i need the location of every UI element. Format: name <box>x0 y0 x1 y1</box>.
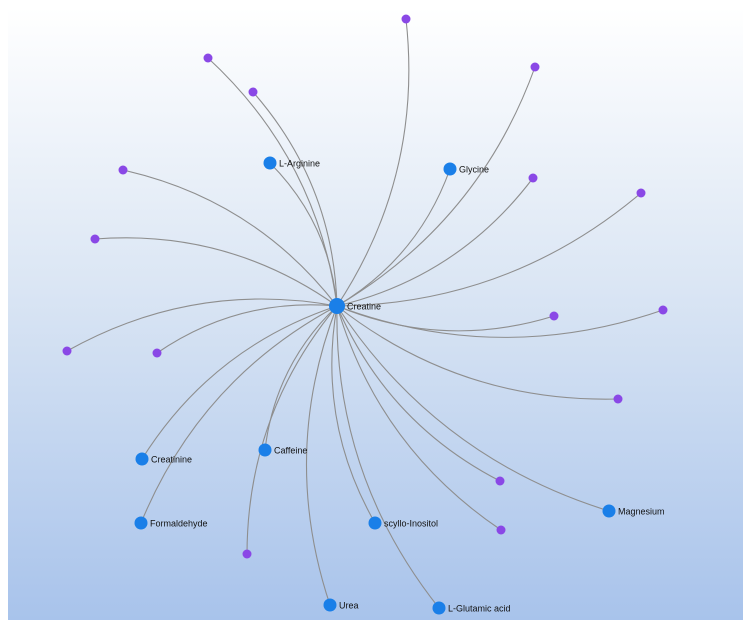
edge-u6 <box>336 177 534 307</box>
edge-u11 <box>66 298 338 352</box>
node-u4[interactable] <box>248 87 258 97</box>
node-creatinine[interactable] <box>135 452 149 466</box>
edge-scyllo-inositol <box>331 305 376 524</box>
node-label-l-arginine: L-Arginine <box>279 159 320 169</box>
node-u15[interactable] <box>496 525 506 535</box>
node-u10[interactable] <box>658 305 668 315</box>
edge-u12 <box>156 304 338 354</box>
node-u3[interactable] <box>530 62 540 72</box>
edge-magnesium <box>336 305 610 512</box>
edge-u16 <box>246 305 338 555</box>
node-l-arginine[interactable] <box>263 156 277 170</box>
edge-urea <box>305 305 338 606</box>
node-label-magnesium: Magnesium <box>618 507 665 517</box>
node-u2[interactable] <box>203 53 213 63</box>
node-center[interactable] <box>329 298 345 314</box>
node-formaldehyde[interactable] <box>134 516 148 530</box>
node-glycine[interactable] <box>443 162 457 176</box>
edge-u14 <box>336 305 501 482</box>
node-label-scyllo-inositol: scyllo-Inositol <box>384 519 438 529</box>
edge-creatinine <box>141 305 338 460</box>
node-label-formaldehyde: Formaldehyde <box>150 519 208 529</box>
edge-u15 <box>336 305 502 531</box>
edge-glycine <box>336 168 451 307</box>
edge-formaldehyde <box>140 305 338 524</box>
edge-u10 <box>336 305 664 338</box>
edge-u2 <box>207 57 338 307</box>
node-label-l-glutamic-acid: L-Glutamic acid <box>448 604 511 614</box>
node-u5[interactable] <box>118 165 128 175</box>
node-u12[interactable] <box>152 348 162 358</box>
edge-u3 <box>336 66 536 307</box>
node-u11[interactable] <box>62 346 72 356</box>
node-scyllo-inositol[interactable] <box>368 516 382 530</box>
edge-u5 <box>122 169 338 307</box>
edge-caffeine <box>264 305 338 451</box>
edge-u9 <box>336 305 555 332</box>
node-u6[interactable] <box>528 173 538 183</box>
node-magnesium[interactable] <box>602 504 616 518</box>
node-label-creatinine: Creatinine <box>151 455 192 465</box>
edge-u7 <box>336 192 642 307</box>
edge-u1 <box>336 18 410 307</box>
node-layer <box>62 14 668 615</box>
edge-l-glutamic-acid <box>336 305 440 609</box>
edge-layer <box>66 18 664 609</box>
node-l-glutamic-acid[interactable] <box>432 601 446 615</box>
edge-u8 <box>94 237 338 307</box>
edge-u13 <box>336 305 619 400</box>
node-urea[interactable] <box>323 598 337 612</box>
edge-u4 <box>252 91 338 307</box>
node-u9[interactable] <box>549 311 559 321</box>
node-caffeine[interactable] <box>258 443 272 457</box>
node-label-glycine: Glycine <box>459 165 489 175</box>
node-label-urea: Urea <box>339 601 359 611</box>
node-u13[interactable] <box>613 394 623 404</box>
node-u7[interactable] <box>636 188 646 198</box>
node-u16[interactable] <box>242 549 252 559</box>
node-label-caffeine: Caffeine <box>274 446 307 456</box>
node-u14[interactable] <box>495 476 505 486</box>
node-label-center: Creatine <box>347 302 381 312</box>
node-u1[interactable] <box>401 14 411 24</box>
node-u8[interactable] <box>90 234 100 244</box>
